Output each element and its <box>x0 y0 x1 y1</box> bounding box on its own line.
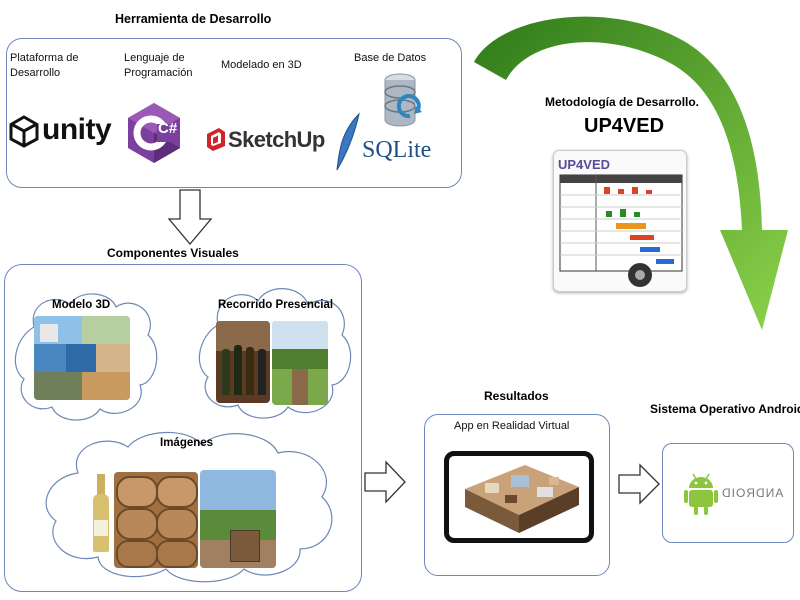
vineyard-image <box>272 321 328 405</box>
android-title: Sistema Operativo Android <box>650 402 800 416</box>
vr-app-phone-image <box>444 451 594 543</box>
csharp-logo: C# <box>158 120 178 137</box>
methodology-grid-icon <box>559 174 683 287</box>
tools-title: Herramienta de Desarrollo <box>115 12 272 26</box>
vr-apartment-icon <box>465 465 579 533</box>
csharp-icon <box>128 103 180 163</box>
sketchup-icon <box>207 128 225 151</box>
methodology-chart-image: UP4VED <box>553 150 687 292</box>
visual-title: Componentes Visuales <box>107 246 239 260</box>
modeling-label: Modelado en 3D <box>221 59 302 71</box>
platform-label-line1: Plataforma de <box>10 52 79 64</box>
app-label: App en Realidad Virtual <box>454 420 570 432</box>
platform-label-line2: Desarrollo <box>10 67 61 79</box>
android-logo-text: ANDROID <box>721 486 784 500</box>
down-arrow-icon <box>167 189 213 246</box>
methodology-name: UP4VED <box>584 115 665 137</box>
methodology-title: Metodología de Desarrollo. <box>545 95 700 109</box>
wine-bottle-image <box>90 474 112 554</box>
platform-label: Plataforma de Desarrollo <box>10 51 78 81</box>
database-icon <box>384 73 422 127</box>
sketchup-logo: SketchUp <box>228 127 325 152</box>
language-label-line2: Programación <box>124 67 193 79</box>
results-title: Resultados <box>484 389 549 403</box>
android-robot-icon <box>684 473 718 515</box>
sqlite-logo: SQLite <box>362 137 432 163</box>
methodology-chart-brand: UP4VED <box>558 157 611 172</box>
barrels-image <box>114 472 198 568</box>
right-arrow-icon-2 <box>618 463 660 505</box>
language-label-line1: Lenguaje de <box>124 52 185 64</box>
model3d-image <box>34 316 130 400</box>
tour-label: Recorrido Presencial <box>218 299 334 311</box>
images-label: Imágenes <box>160 437 214 449</box>
green-curved-arrow-icon <box>474 16 788 330</box>
model3d-label: Modelo 3D <box>52 299 111 311</box>
unity-logo: unity <box>42 113 112 146</box>
winery-landscape-image <box>200 470 276 568</box>
wine-bottles-image <box>216 321 270 403</box>
right-arrow-icon-1 <box>364 460 406 504</box>
language-label: Lenguaje de Programación <box>124 51 192 81</box>
database-label: Base de Datos <box>354 52 427 64</box>
unity-icon <box>9 115 39 148</box>
feather-icon <box>336 112 360 171</box>
